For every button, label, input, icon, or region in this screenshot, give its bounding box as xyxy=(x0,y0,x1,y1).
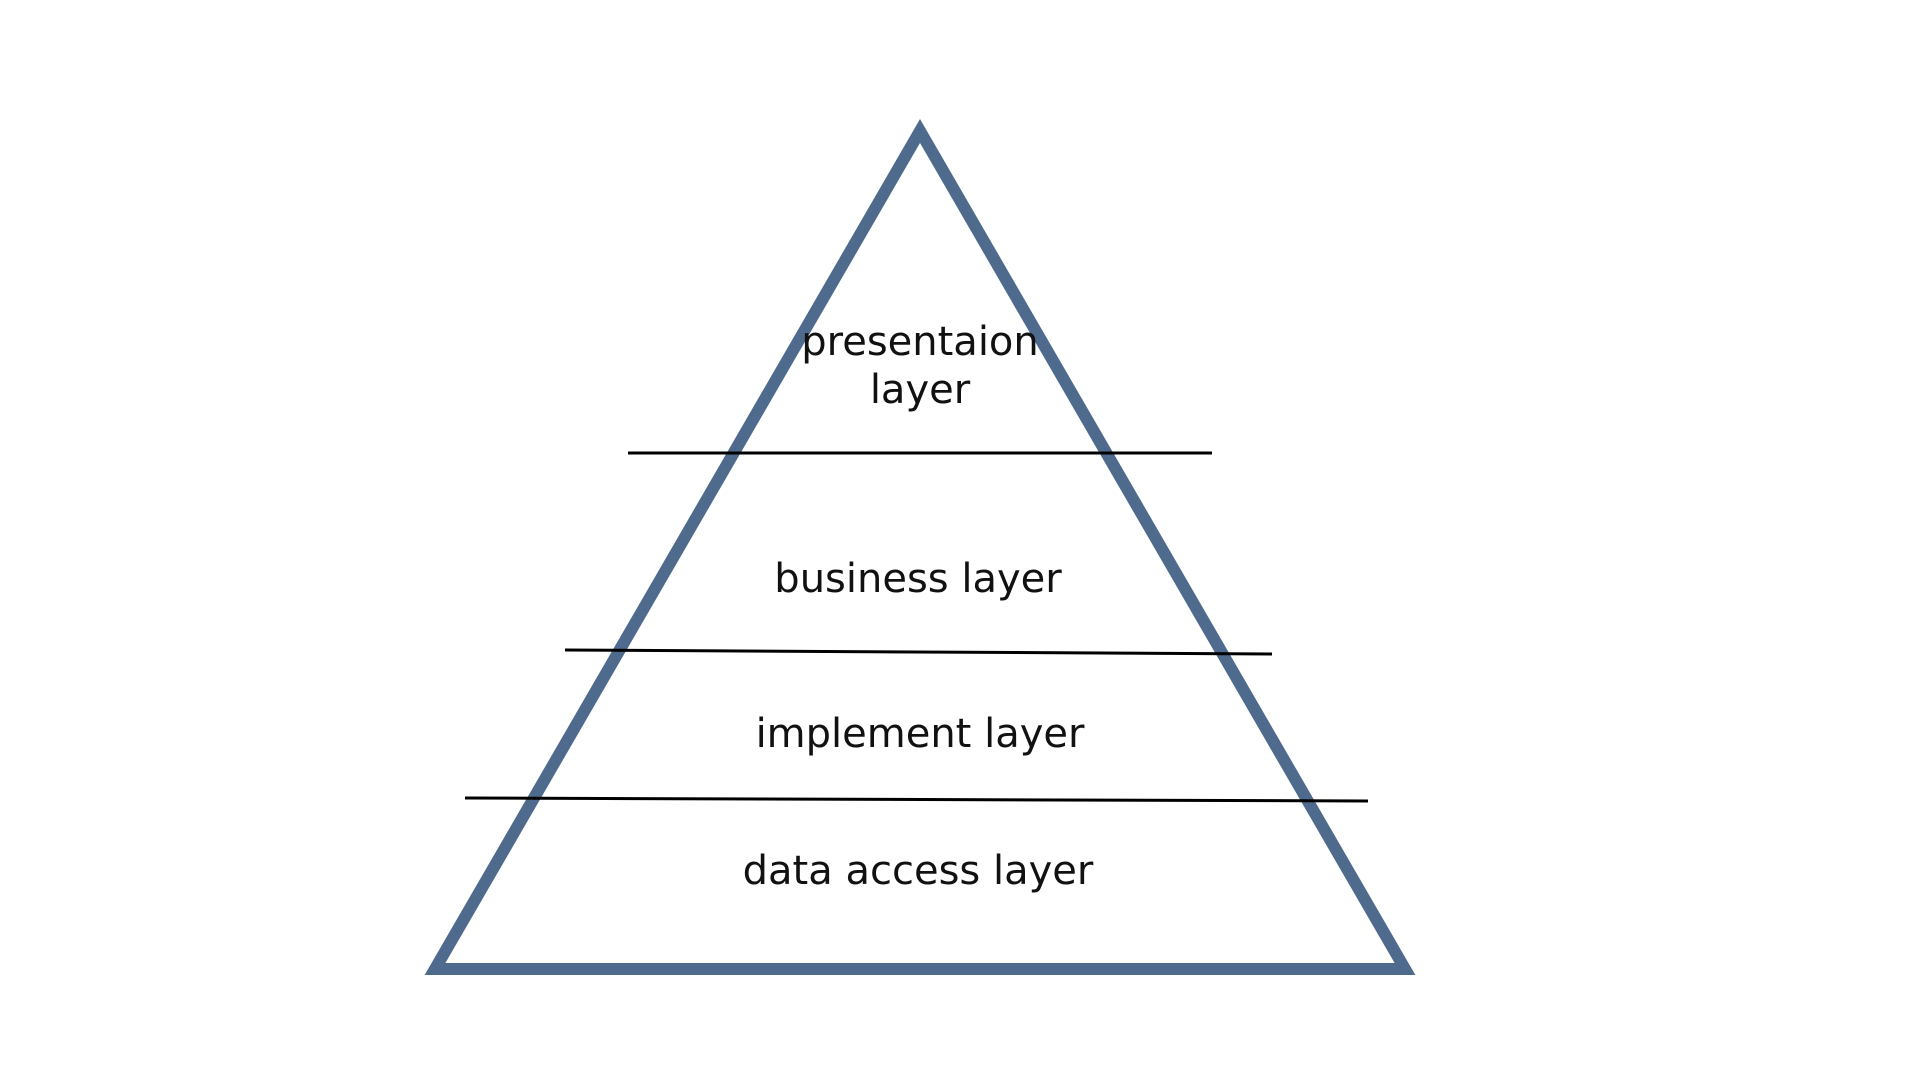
data-access-layer-label: data access layer xyxy=(743,848,1094,894)
divider-business-implement xyxy=(564,648,1273,656)
business-layer-label: business layer xyxy=(774,556,1062,602)
divider-implement-data-access xyxy=(464,796,1369,803)
presentation-layer-label-line2: layer xyxy=(870,367,971,413)
implement-layer-label: implement layer xyxy=(756,711,1085,757)
pyramid-outline xyxy=(424,119,1416,975)
presentation-layer-label-line1: presentaion xyxy=(801,319,1039,365)
